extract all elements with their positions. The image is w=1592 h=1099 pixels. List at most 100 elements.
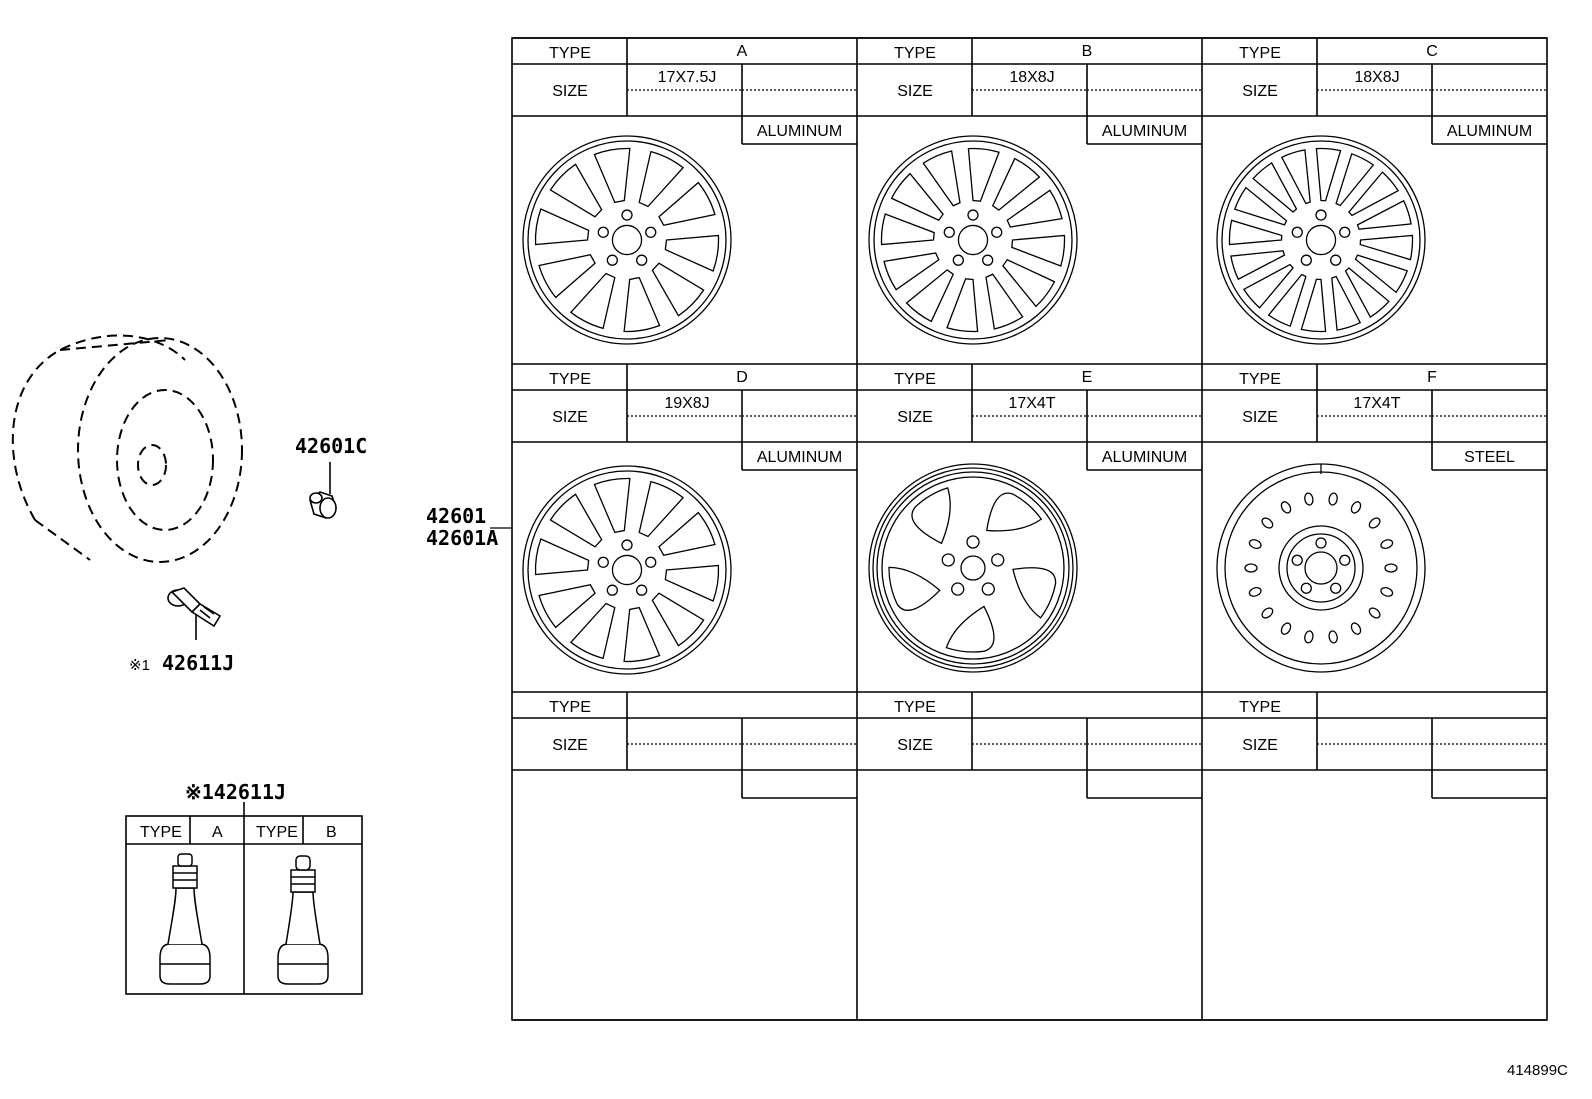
wheel-material: ALUMINUM — [757, 449, 842, 466]
lug-hole — [645, 556, 657, 568]
lug-hole — [636, 584, 648, 596]
wheel-type-D: D — [736, 369, 748, 386]
lug-hole — [645, 226, 657, 238]
spoke-window — [658, 181, 716, 226]
spoke-window — [1230, 250, 1286, 281]
lug-hole — [606, 584, 618, 596]
lug-hole — [606, 254, 618, 266]
valve-type-a: A — [212, 824, 223, 841]
spoke-window — [569, 272, 616, 330]
lug-nut-icon — [309, 462, 337, 519]
wheel-rim-inner — [1224, 471, 1418, 665]
vent-hole — [1280, 501, 1292, 514]
spoke-window — [623, 606, 661, 663]
wheel-size: 17X4T — [1008, 395, 1055, 412]
wheel-d-drawing — [522, 465, 732, 675]
lug-hole — [1300, 254, 1312, 266]
wheel-hub — [611, 224, 643, 256]
spoke-window — [946, 278, 979, 333]
type-label: TYPE — [1239, 45, 1281, 62]
spoke-window — [967, 147, 1000, 202]
valve-stem-icon — [167, 587, 222, 640]
spoke-window — [888, 566, 941, 611]
lug-hole — [981, 582, 995, 596]
wheel-rim — [868, 135, 1078, 345]
spoke-window — [922, 150, 961, 207]
spoke-window — [664, 234, 720, 272]
wheel-rim-inner — [527, 140, 727, 340]
wheel-rim-inner — [872, 467, 1074, 669]
type-label: TYPE — [549, 371, 591, 388]
spoke-window — [1280, 149, 1311, 205]
size-label: SIZE — [552, 409, 588, 426]
spoke-window — [1335, 152, 1375, 207]
lug-hole — [1330, 254, 1342, 266]
spoke-window — [1344, 267, 1390, 319]
wheel-center-disc — [1278, 525, 1364, 611]
spoke-window — [538, 584, 596, 629]
size-label: SIZE — [1242, 409, 1278, 426]
spoke-window — [664, 564, 720, 602]
spoke-window — [905, 269, 955, 323]
spoke-window — [538, 254, 596, 299]
valve-type-label-a: TYPE — [140, 824, 182, 841]
wheel-rim-inner — [1221, 140, 1421, 340]
wheel-rim-inner — [527, 470, 727, 670]
lug-hole — [1315, 537, 1327, 549]
lug-hole — [1291, 226, 1303, 238]
wheel-hub — [1304, 551, 1338, 585]
wheel-rim — [868, 463, 1078, 673]
part-number-lug-nut: 42601C — [295, 434, 367, 458]
wheel-size: 17X4T — [1353, 395, 1400, 412]
valve-type-label-b: TYPE — [256, 824, 298, 841]
wheel-f-drawing — [1216, 463, 1426, 673]
spoke-window — [1002, 258, 1056, 308]
type-label: TYPE — [894, 699, 936, 716]
vent-hole — [1280, 622, 1292, 635]
spoke-window — [1315, 147, 1342, 202]
wheel-hub — [1305, 224, 1337, 256]
wheel-type-F: F — [1427, 369, 1437, 386]
spoke-window — [890, 172, 944, 222]
diagram-id: 414899C — [1507, 1062, 1568, 1079]
lug-hole — [1330, 582, 1342, 594]
spoke-window — [985, 492, 1043, 532]
spoke-window — [658, 511, 716, 556]
valve-prefix: ※1 — [129, 657, 150, 674]
vent-hole — [1248, 587, 1262, 597]
wheel-type-E: E — [1082, 369, 1093, 386]
lug-hole — [991, 553, 1005, 567]
spoke-window — [911, 487, 951, 545]
spoke-window — [651, 262, 705, 317]
part-number-wheel-alt: 42601A — [426, 526, 498, 550]
lug-hole — [966, 535, 980, 549]
spoke-window — [1011, 234, 1066, 267]
valve-table-header: ※142611J — [185, 780, 286, 804]
wheel-rim-inner — [876, 471, 1070, 665]
spoke-window — [1012, 567, 1057, 619]
type-label: TYPE — [549, 45, 591, 62]
lug-hole — [991, 226, 1003, 238]
lug-hole — [621, 539, 633, 551]
lug-hole — [1291, 554, 1303, 566]
wheel-c-drawing — [1216, 135, 1426, 345]
spoke-window — [534, 538, 590, 576]
size-label: SIZE — [552, 737, 588, 754]
lug-hole — [951, 582, 965, 596]
vent-hole — [1261, 517, 1274, 529]
spoke-window — [1242, 263, 1294, 309]
spoke-window — [1356, 199, 1412, 230]
wheel-rim-inner — [873, 140, 1073, 340]
lug-hole — [943, 226, 955, 238]
type-label: TYPE — [1239, 371, 1281, 388]
spoke-window — [1348, 171, 1400, 217]
wheel-hub — [960, 555, 986, 581]
vent-hole — [1248, 539, 1262, 549]
wheel-hub — [611, 554, 643, 586]
lug-hole — [636, 254, 648, 266]
vent-hole — [1380, 539, 1394, 549]
wheel-rim — [522, 135, 732, 345]
spoke-window — [1006, 189, 1063, 228]
wheel-b-drawing — [868, 135, 1078, 345]
wheel-material: ALUMINUM — [1102, 123, 1187, 140]
